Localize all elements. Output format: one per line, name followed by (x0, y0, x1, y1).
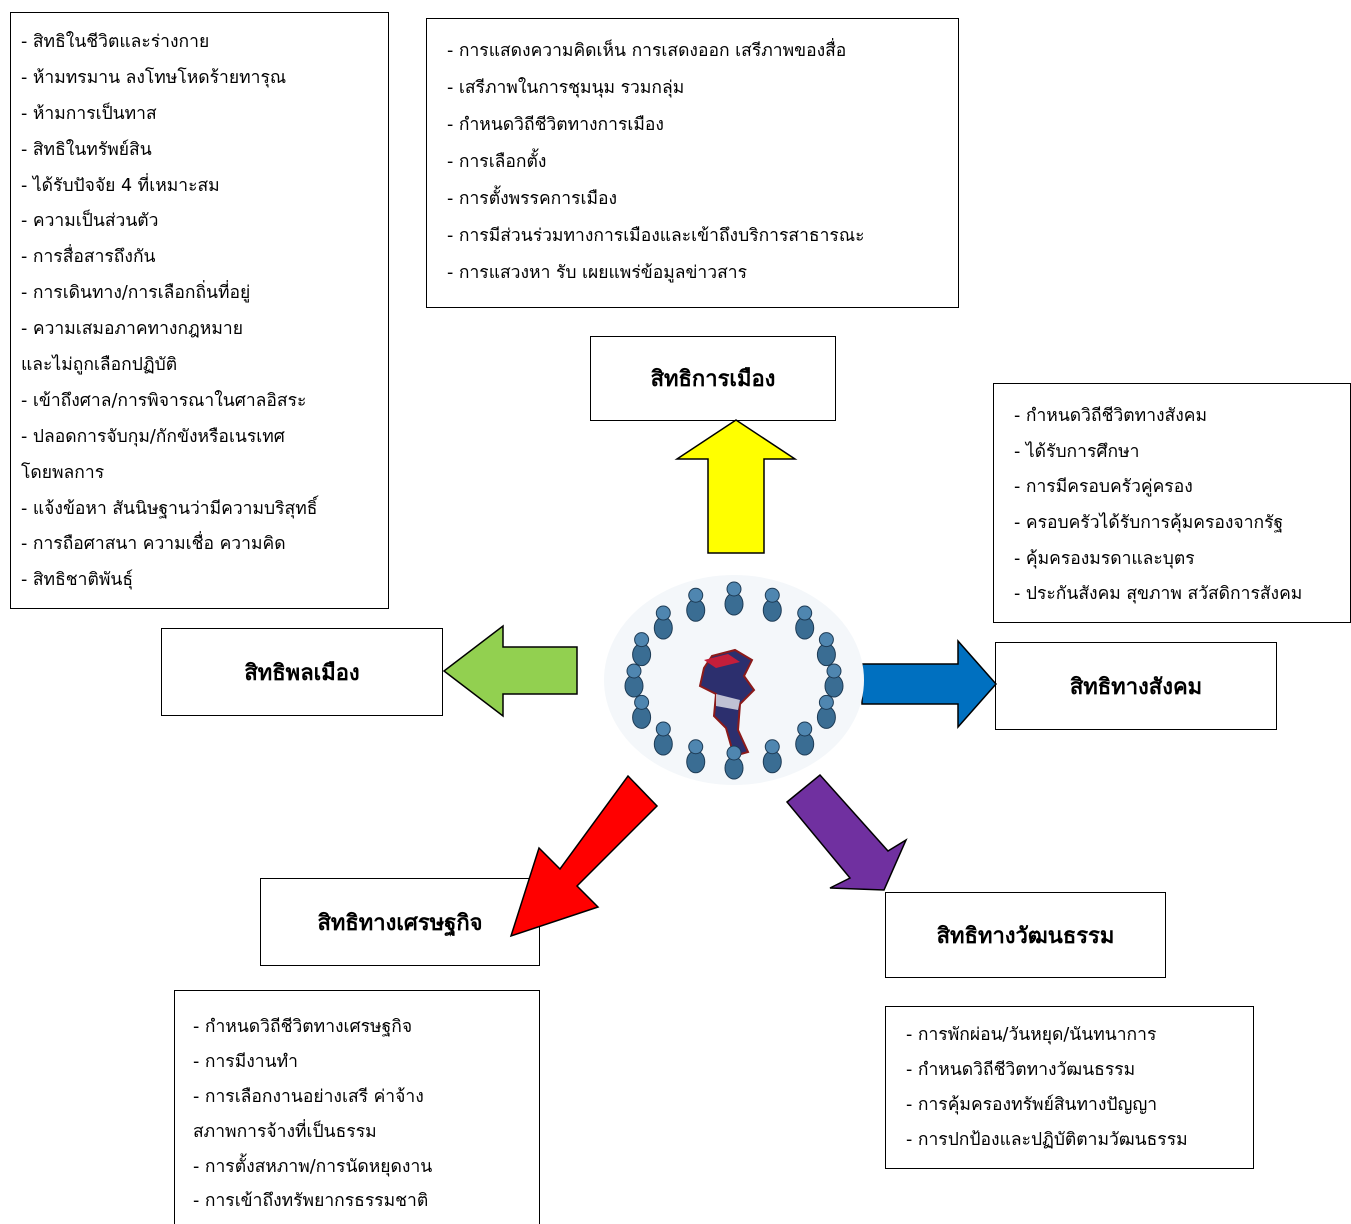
list-item: โดยพลการ (21, 462, 105, 483)
person-figure-icon (795, 605, 815, 640)
arrow-up-political (674, 419, 798, 554)
social-rights-title: สิทธิทางสังคม (995, 642, 1277, 730)
list-item: - การพักผ่อน/วันหยุด/นันทนาการ (906, 1025, 1157, 1045)
list-item: - กำหนดวิถีชีวิตทางวัฒนธรรม (906, 1060, 1136, 1080)
civil-rights-list: - สิทธิในชีวิตและร่างกาย - ห้ามทรมาน ลงโท… (11, 13, 388, 590)
civil-rights-list-box: - สิทธิในชีวิตและร่างกาย - ห้ามทรมาน ลงโท… (10, 12, 389, 609)
people-circle-map-illustration (604, 575, 864, 785)
list-item: - การตั้งพรรคการเมือง (447, 189, 618, 209)
list-item: - การถือศาสนา ความเชื่อ ความคิด (21, 534, 286, 555)
person-figure-icon (816, 632, 836, 667)
person-figure-icon (653, 721, 673, 756)
person-figure-icon (624, 663, 644, 698)
list-item: - ครอบครัวได้รับการคุ้มครองจากรัฐ (1014, 513, 1284, 534)
person-figure-icon (632, 694, 652, 729)
person-figure-icon (824, 663, 844, 698)
list-item: - กำหนดวิถีชีวิตทางเศรษฐกิจ (193, 1017, 413, 1037)
list-item: - กำหนดวิถีชีวิตทางการเมือง (447, 115, 664, 135)
list-item: - ห้ามการเป็นทาส (21, 103, 157, 124)
economic-rights-list: - กำหนดวิถีชีวิตทางเศรษฐกิจ - การมีงานทำ -… (175, 991, 539, 1211)
arrow-down-right-cultural (785, 773, 908, 891)
arrow-right-social (861, 639, 998, 729)
list-item: - การสื่อสารถึงกัน (21, 247, 156, 268)
person-figure-icon (724, 581, 744, 616)
political-rights-list: - การแสดงความคิดเห็น การเสดงออก เสรีภาพข… (427, 19, 958, 283)
list-item: และไม่ถูกเลือกปฏิบัติ (21, 355, 178, 376)
list-item: - การมีงานทำ (193, 1051, 298, 1072)
list-item: - คุ้มครองมรดาและบุตร (1014, 548, 1195, 569)
list-item: - การเดินทาง/การเลือกถิ่นที่อยู่ (21, 283, 251, 304)
person-figure-icon (762, 587, 782, 622)
arrow-left-civil (442, 624, 578, 718)
person-figure-icon (816, 694, 836, 729)
cultural-rights-title: สิทธิทางวัฒนธรรม (885, 892, 1166, 978)
list-item: - เสรีภาพในการชุมนุม รวมกลุ่ม (447, 78, 685, 98)
list-item: - การมีครอบครัวคู่ครอง (1014, 477, 1193, 498)
list-item: - ได้รับการศึกษา (1014, 441, 1140, 462)
list-item: - สิทธิในทรัพย์สิน (21, 139, 152, 160)
list-item: - กำหนดวิถีชีวิตทางสังคม (1014, 406, 1208, 426)
list-item: - การมีส่วนร่วมทางการเมืองและเข้าถึงบริก… (447, 226, 865, 246)
person-figure-icon (653, 605, 673, 640)
person-figure-icon (762, 739, 782, 774)
list-item: - การเลือกตั้ง (447, 152, 547, 172)
list-item: - การแสดงความคิดเห็น การเสดงออก เสรีภาพข… (447, 41, 847, 61)
list-item: - สิทธิในชีวิตและร่างกาย (21, 32, 210, 52)
list-item: - ความเสมอภาคทางกฎหมาย (21, 319, 243, 340)
list-item: - ความเป็นส่วนตัว (21, 211, 159, 232)
social-rights-list: - กำหนดวิถีชีวิตทางสังคม - ได้รับการศึกษา… (994, 384, 1350, 604)
list-item: - ห้ามทรมาน ลงโทษโหดร้ายทารุณ (21, 67, 287, 88)
list-item: - การปกป้องและปฏิบัติตามวัฒนธรรม (906, 1130, 1188, 1150)
list-item: - การเข้าถึงทรัพยากรธรรมชาติ (193, 1191, 429, 1212)
economic-rights-list-box: - กำหนดวิถีชีวิตทางเศรษฐกิจ - การมีงานทำ -… (174, 990, 540, 1224)
cultural-rights-list: - การพักผ่อน/วันหยุด/นันทนาการ - กำหนดวิถ… (886, 1007, 1253, 1150)
person-figure-icon (686, 739, 706, 774)
political-rights-list-box: - การแสดงความคิดเห็น การเสดงออก เสรีภาพข… (426, 18, 959, 308)
list-item: สภาพการจ้างที่เป็นธรรม (193, 1121, 377, 1142)
economic-rights-title: สิทธิทางเศรษฐกิจ (260, 878, 540, 966)
list-item: - การตั้งสหภาพ/การนัดหยุดงาน (193, 1156, 433, 1177)
list-item: - แจ้งข้อหา สันนิษฐานว่ามีความบริสุทธิ์ (21, 498, 318, 519)
person-figure-icon (724, 745, 744, 780)
person-figure-icon (795, 721, 815, 756)
civil-rights-title: สิทธิพลเมือง (161, 628, 443, 716)
list-item: - ประกันสังคม สุขภาพ สวัสดิการสังคม (1014, 584, 1303, 605)
list-item: - การแสวงหา รับ เผยแพร่ข้อมูลข่าวสาร (447, 263, 747, 283)
person-figure-icon (686, 587, 706, 622)
cultural-rights-list-box: - การพักผ่อน/วันหยุด/นันทนาการ - กำหนดวิถ… (885, 1006, 1254, 1169)
list-item: - ปลอดการจับกุม/กักขังหรือเนรเทศ (21, 426, 285, 447)
list-item: - เข้าถึงศาล/การพิจารณาในศาลอิสระ (21, 390, 307, 411)
list-item: - การเลือกงานอย่างเสรี ค่าจ้าง (193, 1086, 424, 1107)
list-item: - ได้รับปัจจัย 4 ที่เหมาะสม (21, 175, 220, 196)
list-item: - การคุ้มครองทรัพย์สินทางปัญญา (906, 1095, 1158, 1115)
political-rights-title: สิทธิการเมือง (590, 336, 836, 421)
person-figure-icon (632, 632, 652, 667)
arrow-down-left-economic (509, 774, 659, 938)
list-item: - สิทธิชาติพันธุ์ (21, 570, 134, 591)
